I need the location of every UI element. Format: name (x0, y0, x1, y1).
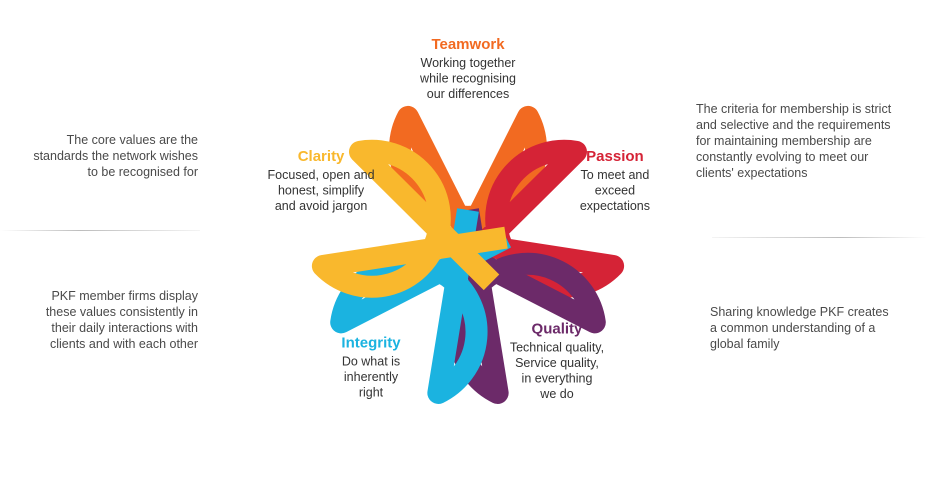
petal-desc-passion: To meet and (581, 168, 650, 182)
note-sharing-knowledge: Sharing knowledge PKF creates a common u… (710, 304, 925, 352)
petal-desc-quality: Technical quality, (510, 340, 604, 354)
note-line: The criteria for membership is strict (696, 102, 892, 116)
petal-title-passion: Passion (586, 148, 644, 165)
note-membership-criteria: The criteria for membership is strict an… (696, 101, 928, 181)
petal-desc-integrity: right (359, 385, 384, 399)
petal-desc-quality: we do (539, 387, 573, 401)
note-line: and selective and the requirements (696, 118, 891, 132)
knot-ribbons (311, 105, 625, 404)
petal-desc-teamwork: Working together (421, 56, 516, 70)
petal-desc-clarity: Focused, open and (268, 168, 375, 182)
divider-right (712, 237, 927, 238)
petal-desc-passion: exceed (595, 184, 635, 198)
petal-desc-teamwork: while recognising (419, 72, 516, 86)
petal-title-clarity: Clarity (298, 148, 345, 165)
petal-desc-integrity: Do what is (342, 354, 400, 368)
petal-desc-teamwork: our differences (427, 87, 509, 101)
note-line: global family (710, 337, 780, 351)
petal-title-integrity: Integrity (341, 334, 401, 351)
petal-desc-quality: Service quality, (515, 356, 599, 370)
note-line: clients' expectations (696, 166, 808, 180)
note-line: standards the network wishes (33, 149, 198, 163)
note-line: these values consistently in (45, 305, 198, 319)
petal-desc-clarity: and avoid jargon (275, 199, 367, 213)
petal-desc-passion: expectations (580, 199, 650, 213)
petal-desc-quality: in everything (522, 371, 593, 385)
petal-loop-clarity (311, 139, 508, 298)
note-line: Sharing knowledge PKF creates (710, 305, 889, 319)
divider-left (0, 230, 200, 231)
note-line: for maintaining membership are (696, 134, 872, 148)
note-line: The core values are the (66, 133, 198, 147)
note-line: PKF member firms display (51, 289, 198, 303)
note-line: to be recognised for (87, 165, 199, 179)
petal-title-teamwork: Teamwork (431, 36, 505, 53)
note-core-values: The core values are the standards the ne… (8, 132, 198, 180)
note-line: clients and with each other (49, 337, 198, 351)
note-line: constantly evolving to meet our (696, 150, 869, 164)
note-member-firms: PKF member firms display these values co… (8, 288, 198, 352)
petal-title-quality: Quality (532, 320, 584, 337)
petal-desc-clarity: honest, simplify (278, 184, 365, 198)
note-line: a common understanding of a (710, 321, 876, 335)
petal-desc-integrity: inherently (344, 370, 399, 384)
note-line: their daily interactions with (51, 321, 198, 335)
